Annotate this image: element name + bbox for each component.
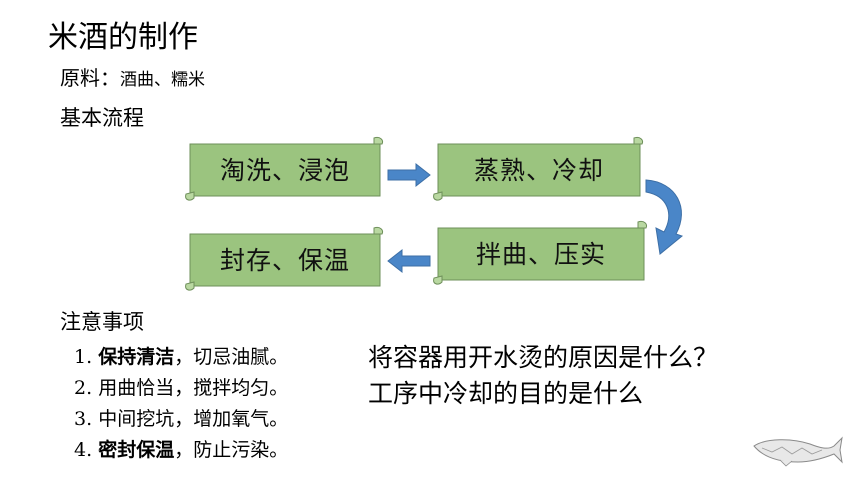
questions: 将容器用开水烫的原因是什么？ 工序中冷却的目的是什么 [368, 340, 718, 412]
list-item: 2. 用曲恰当，搅拌均匀。 [74, 377, 289, 399]
process-step-1: 淘洗、浸泡 [184, 136, 386, 202]
process-step-3: 拌曲、压实 [432, 220, 650, 286]
scroll-shape [185, 137, 383, 201]
scroll-shape [185, 227, 383, 291]
list-item: 4. 密封保温，防止污染。 [74, 439, 289, 461]
materials-value: 酒曲、糯米 [120, 70, 205, 90]
scroll-shape [433, 221, 647, 285]
arrow-left-icon [387, 248, 431, 274]
notes-list: 1. 保持清洁，切忌油腻。 2. 用曲恰当，搅拌均匀。 3. 中间挖坑，增加氧气… [74, 342, 288, 466]
process-heading: 基本流程 [60, 106, 144, 130]
question-2: 工序中冷却的目的是什么 [368, 379, 644, 408]
step-label: 拌曲、压实 [475, 240, 606, 269]
slide-title: 米酒的制作 [48, 20, 198, 55]
step-label: 封存、保温 [219, 246, 350, 275]
notes-heading: 注意事项 [60, 310, 144, 334]
scroll-shape [433, 137, 643, 201]
list-item: 3. 中间挖坑，增加氧气。 [74, 408, 289, 430]
materials-line: 原料：酒曲、糯米 [60, 64, 205, 94]
list-item: 1. 保持清洁，切忌油腻。 [74, 346, 289, 368]
materials-label: 原料： [60, 66, 120, 90]
process-step-4: 封存、保温 [184, 226, 386, 292]
curved-arrow-icon [645, 179, 684, 255]
process-step-2: 蒸熟、冷却 [432, 136, 646, 202]
question-1: 将容器用开水烫的原因是什么？ [368, 343, 719, 372]
whale-icon [753, 436, 843, 467]
step-label: 淘洗、浸泡 [219, 156, 350, 185]
arrow-right-icon [387, 162, 431, 188]
step-label: 蒸熟、冷却 [473, 156, 604, 185]
